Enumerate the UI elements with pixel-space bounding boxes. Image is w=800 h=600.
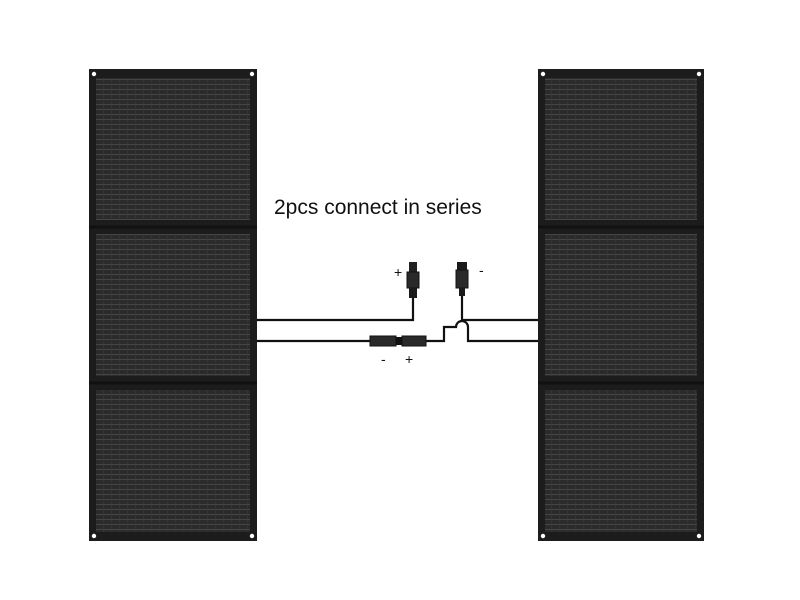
right-grommet-tl <box>540 71 546 77</box>
left-solar-panel <box>89 69 257 541</box>
right-grommet-bl <box>540 533 546 539</box>
left-grommet-tr <box>249 71 255 77</box>
right-grommet-tr <box>696 71 702 77</box>
mc4-negative-connector-icon <box>455 262 469 296</box>
diagram-caption: 2pcs connect in series <box>274 196 482 219</box>
left-grommet-bl <box>91 533 97 539</box>
left-grommet-tl <box>91 71 97 77</box>
cables <box>257 296 538 343</box>
top-negative-sign: - <box>479 262 484 278</box>
inline-negative-sign: - <box>381 351 386 367</box>
left-panel-section-2 <box>96 234 250 376</box>
right-panel-section-1 <box>545 78 697 220</box>
left-panel-section-3 <box>96 390 250 532</box>
right-panel-section-3 <box>545 390 697 532</box>
left-upper-cable <box>257 298 415 322</box>
right-panel-section-2 <box>545 234 697 376</box>
mc4-positive-connector-icon <box>406 262 420 298</box>
inline-positive-sign: + <box>405 351 414 367</box>
mc4-inline-connector-icon <box>369 335 427 347</box>
right-grommet-br <box>696 533 702 539</box>
series-link-cable <box>426 319 538 343</box>
left-grommet-br <box>249 533 255 539</box>
right-solar-panel <box>538 69 704 541</box>
right-upper-cable <box>460 296 538 322</box>
left-panel-section-1 <box>96 78 250 220</box>
top-positive-sign: + <box>394 264 403 280</box>
